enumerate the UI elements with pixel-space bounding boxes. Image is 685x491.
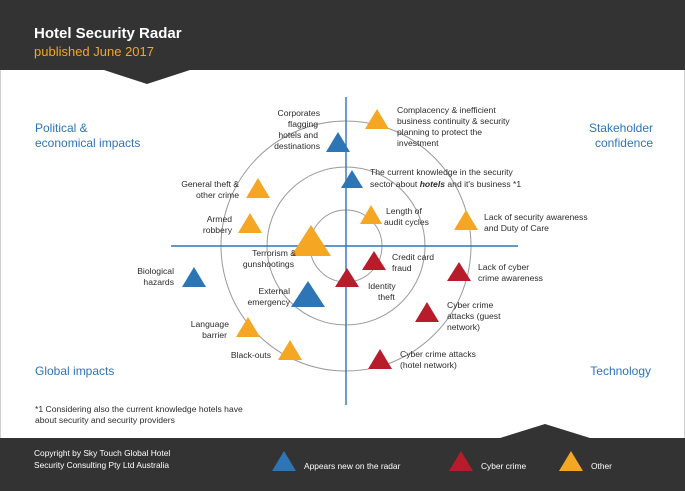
label-lack-cyber-2: crime awareness xyxy=(478,273,543,283)
item-labels: Corporates flagging hotels and destinati… xyxy=(137,105,587,370)
label-credit-card-2: fraud xyxy=(392,263,412,273)
label-black-outs: Black-outs xyxy=(231,350,271,360)
label-complacency-1: Complacency & inefficient xyxy=(397,105,496,115)
label-external-emergency-1: External xyxy=(258,286,290,296)
label-identity-theft-2: theft xyxy=(378,292,395,302)
label-external-emergency-2: emergency xyxy=(247,297,290,307)
marker-armed-robbery xyxy=(238,213,262,233)
label-general-theft-1: General theft & xyxy=(181,179,239,189)
quadrant-labels: Political & economical impacts Stakehold… xyxy=(35,121,653,378)
label-length-audit-1: Length of xyxy=(386,206,422,216)
label-language-barrier-2: barrier xyxy=(202,330,227,340)
label-cyber-hotel-2: (hotel network) xyxy=(400,360,457,370)
markers xyxy=(182,109,478,369)
footer-bar xyxy=(0,424,685,491)
label-armed-robbery-1: Armed xyxy=(207,214,233,224)
marker-language-barrier xyxy=(236,317,260,337)
label-biological-2: hazards xyxy=(143,277,174,287)
legend-orange-triangle xyxy=(559,451,583,471)
label-biological-1: Biological xyxy=(137,266,174,276)
label-length-audit-2: audit cycles xyxy=(384,217,429,227)
label-armed-robbery-2: robbery xyxy=(203,225,233,235)
legend-blue-triangle xyxy=(272,451,296,471)
label-credit-card-1: Credit card xyxy=(392,252,434,262)
label-cyber-hotel-1: Cyber crime attacks xyxy=(400,349,476,359)
footnote-line1: *1 Considering also the current knowledg… xyxy=(35,404,243,414)
quadrant-top-left-line2: economical impacts xyxy=(35,136,140,150)
label-corporates-flagging-4: destinations xyxy=(274,141,320,151)
marker-lack-cyber xyxy=(447,262,471,281)
marker-biological xyxy=(182,267,206,287)
marker-complacency xyxy=(365,109,389,129)
label-current-knowledge-1: The current knowledge in the security xyxy=(370,167,514,177)
quadrant-top-left-line1: Political & xyxy=(35,121,88,135)
marker-identity-theft xyxy=(335,268,359,287)
label-corporates-flagging-3: hotels and xyxy=(278,130,318,140)
header-subtitle: published June 2017 xyxy=(34,44,154,59)
marker-external-emergency xyxy=(291,281,325,307)
label-corporates-flagging-1: Corporates xyxy=(277,108,320,118)
marker-general-theft xyxy=(246,178,270,198)
label-cyber-guest-2: attacks (guest xyxy=(447,311,501,321)
header-title: Hotel Security Radar xyxy=(34,25,182,42)
label-complacency-3: planning to protect the xyxy=(397,127,482,137)
marker-black-outs xyxy=(278,340,302,360)
header-bar xyxy=(0,0,685,84)
legend-orange-label: Other xyxy=(591,461,612,471)
legend-red-label: Cyber crime xyxy=(481,461,526,471)
label-complacency-2: business continuity & security xyxy=(397,116,510,126)
label-cyber-guest-1: Cyber crime xyxy=(447,300,494,310)
label-complacency-4: investment xyxy=(397,138,439,148)
footnote-line2: about security and security providers xyxy=(35,415,175,425)
marker-current-knowledge xyxy=(341,170,363,188)
footer: Copyright by Sky Touch Global Hotel Secu… xyxy=(0,424,685,491)
quadrant-top-right-line1: Stakeholder xyxy=(589,121,653,135)
marker-credit-card xyxy=(362,251,386,270)
legend-red-triangle xyxy=(449,451,473,471)
label-terrorism-2: gunshootings xyxy=(243,259,294,269)
marker-length-audit xyxy=(360,205,382,224)
label-lack-awareness-1: Lack of security awareness xyxy=(484,212,588,222)
label-terrorism-1: Terrorism & xyxy=(252,248,296,258)
label-current-knowledge-2: sector about hotels and it's business *1 xyxy=(370,179,521,189)
quadrant-top-right-line2: confidence xyxy=(595,136,653,150)
label-general-theft-2: other crime xyxy=(196,190,239,200)
marker-cyber-guest xyxy=(415,302,439,322)
label-corporates-flagging-2: flagging xyxy=(288,119,318,129)
label-lack-awareness-2: and Duty of Care xyxy=(484,223,549,233)
marker-cyber-hotel xyxy=(368,349,392,369)
quadrant-bottom-right: Technology xyxy=(590,364,651,378)
header: Hotel Security Radar published June 2017 xyxy=(0,0,685,84)
label-lack-cyber-1: Lack of cyber xyxy=(478,262,529,272)
marker-terrorism xyxy=(291,225,331,256)
quadrant-bottom-left: Global impacts xyxy=(35,364,114,378)
label-identity-theft-1: Identity xyxy=(368,281,396,291)
legend-blue-label: Appears new on the radar xyxy=(304,461,401,471)
footer-copyright-line1: Copyright by Sky Touch Global Hotel xyxy=(34,448,170,458)
label-language-barrier-1: Language xyxy=(191,319,229,329)
marker-corporates-flagging xyxy=(326,132,350,152)
marker-lack-awareness xyxy=(454,210,478,230)
footer-copyright-line2: Security Consulting Pty Ltd Australia xyxy=(34,460,169,470)
footnote: *1 Considering also the current knowledg… xyxy=(35,404,243,425)
label-cyber-guest-3: network) xyxy=(447,322,480,332)
